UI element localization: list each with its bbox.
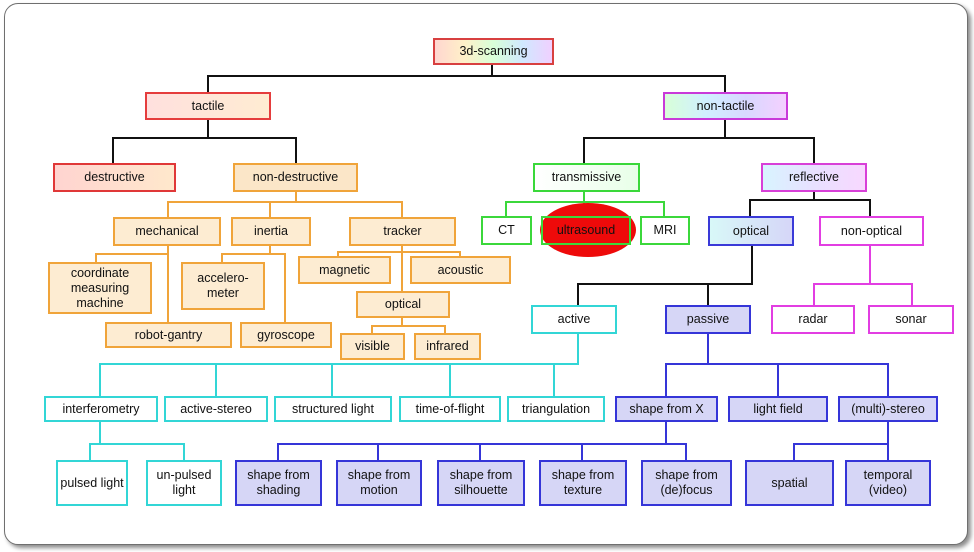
node-reflective: reflective <box>761 163 867 192</box>
node-multi-stereo: (multi)-stereo <box>838 396 938 422</box>
node-gyroscope: gyroscope <box>240 322 332 348</box>
node-light-field: light field <box>728 396 828 422</box>
node-mri: MRI <box>640 216 690 245</box>
node-infrared: infrared <box>414 333 481 360</box>
node-accelerometer: accelero-meter <box>181 262 265 310</box>
node-visible: visible <box>340 333 405 360</box>
node-temporal: temporal (video) <box>845 460 931 506</box>
node-time-of-flight: time-of-flight <box>399 396 501 422</box>
node-mechanical: mechanical <box>113 217 221 246</box>
highlight-ellipse <box>540 203 636 257</box>
node-shape-from-texture: shape from texture <box>539 460 627 506</box>
node-structured-light: structured light <box>274 396 392 422</box>
node-active: active <box>531 305 617 334</box>
node-triangulation: triangulation <box>507 396 605 422</box>
node-shape-from-silhouette: shape from silhouette <box>437 460 525 506</box>
node-non-destructive: non-destructive <box>233 163 358 192</box>
node-acoustic: acoustic <box>410 256 511 284</box>
node-shape-from-x: shape from X <box>615 396 718 422</box>
node-non-optical: non-optical <box>819 216 924 246</box>
node-non-tactile: non-tactile <box>663 92 788 120</box>
node-shape-from-shading: shape from shading <box>235 460 322 506</box>
node-shape-from-motion: shape from motion <box>336 460 422 506</box>
node-active-stereo: active-stereo <box>164 396 268 422</box>
node-spatial: spatial <box>745 460 834 506</box>
node-interferometry: interferometry <box>44 396 158 422</box>
node-passive: passive <box>665 305 751 334</box>
node-tracker-optical: optical <box>356 291 450 318</box>
node-optical: optical <box>708 216 794 246</box>
node-radar: radar <box>771 305 855 334</box>
node-inertia: inertia <box>231 217 311 246</box>
node-transmissive: transmissive <box>533 163 640 192</box>
node-3d-scanning: 3d-scanning <box>433 38 554 65</box>
node-ultrasound: ultrasound <box>541 216 631 245</box>
node-sonar: sonar <box>868 305 954 334</box>
node-destructive: destructive <box>53 163 176 192</box>
node-pulsed-light: pulsed light <box>56 460 128 506</box>
node-unpulsed-light: un-pulsed light <box>146 460 222 506</box>
node-ct: CT <box>481 216 532 245</box>
node-shape-from-defocus: shape from (de)focus <box>641 460 732 506</box>
node-magnetic: magnetic <box>298 256 391 284</box>
node-cmm: coordinate measuring machine <box>48 262 152 314</box>
node-tactile: tactile <box>145 92 271 120</box>
node-tracker: tracker <box>349 217 456 246</box>
node-robot-gantry: robot-gantry <box>105 322 232 348</box>
